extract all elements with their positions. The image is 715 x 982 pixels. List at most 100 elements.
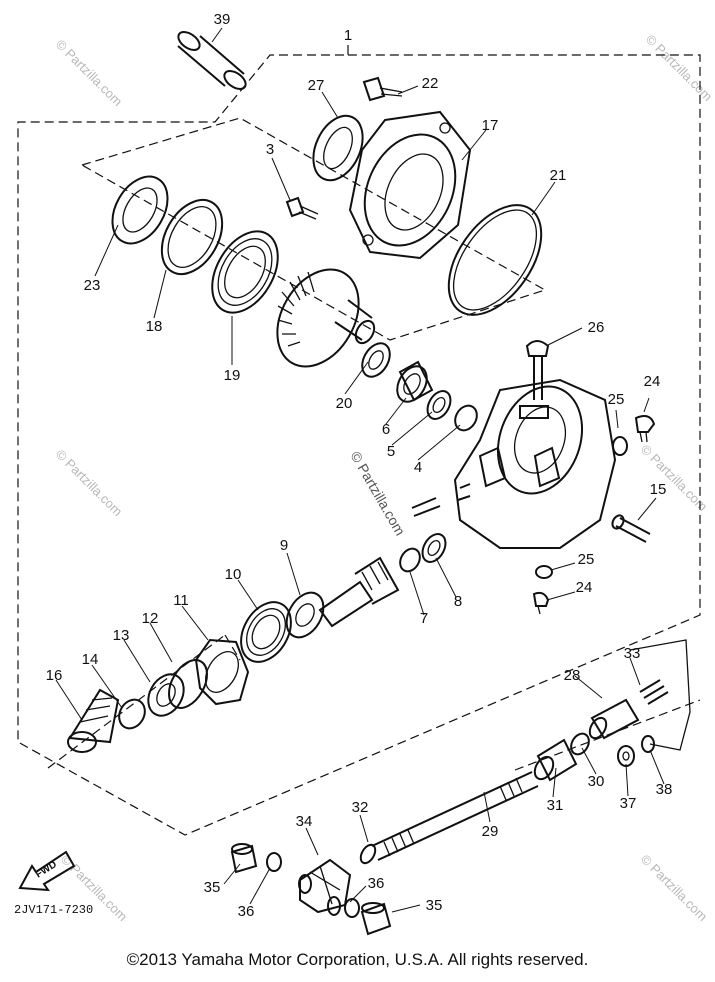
callout-1: 1: [344, 27, 352, 44]
part-35-bearing-cap-right: [360, 902, 392, 936]
part-15-stud: [611, 514, 651, 543]
part-37-nut: [617, 745, 635, 767]
callout-36-right: 36: [368, 875, 385, 892]
part-9-shim: [285, 591, 325, 639]
part-32-clip: [359, 843, 377, 865]
callout-19: 19: [224, 367, 241, 384]
watermark: © Partzilla.com: [638, 852, 711, 925]
watermark: © Partzilla.com: [643, 32, 715, 105]
callout-35-left: 35: [204, 879, 221, 896]
callout-15: 15: [650, 481, 667, 498]
callout-20: 20: [336, 395, 353, 412]
callout-22: 22: [422, 75, 439, 92]
part-18-shim: [160, 199, 224, 275]
callout-27: 27: [308, 77, 325, 94]
leader-lines: [55, 27, 665, 913]
part-34-universal-joint: [298, 858, 352, 916]
part-14-collar: [118, 698, 146, 730]
callout-16: 16: [46, 667, 63, 684]
part-24-bolt-lower: [532, 591, 550, 615]
callout-3: 3: [266, 141, 274, 158]
callout-10: 10: [225, 566, 242, 583]
callout-24-lower: 24: [576, 579, 593, 596]
part-26-breather-plug: [525, 340, 550, 400]
part-38-washer: [641, 735, 655, 753]
callout-24-upper: 24: [644, 373, 661, 390]
watermark-layer: © Partzilla.com © Partzilla.com © Partzi…: [53, 32, 715, 925]
callout-32: 32: [352, 799, 369, 816]
callout-17: 17: [482, 117, 499, 134]
part-pinion-gear: [318, 556, 400, 628]
part-13-oil-seal: [147, 673, 185, 717]
callout-28: 28: [564, 667, 581, 684]
callout-9: 9: [280, 537, 288, 554]
callout-21: 21: [550, 167, 567, 184]
callout-13: 13: [113, 627, 130, 644]
callout-5: 5: [387, 443, 395, 460]
callout-30: 30: [588, 773, 605, 790]
callout-29: 29: [482, 823, 499, 840]
part-30-ring: [570, 732, 590, 756]
callout-6: 6: [382, 421, 390, 438]
part-12-circlip: [168, 659, 208, 709]
callout-18: 18: [146, 318, 163, 335]
part-ring-gear: [276, 268, 376, 368]
part-5-race: [426, 390, 452, 420]
callout-11: 11: [173, 592, 189, 609]
callout-4: 4: [414, 459, 422, 476]
part-29-drive-shaft: [371, 771, 539, 861]
part-16-boot: [67, 688, 120, 753]
part-25-washer-lower: [535, 565, 553, 579]
assembly-boundary: [17, 45, 701, 836]
part-28-collar: [588, 698, 640, 740]
part-19-bearing: [211, 230, 279, 314]
part-23-oil-seal: [111, 175, 169, 245]
callout-8: 8: [454, 593, 462, 610]
callout-31: 31: [547, 797, 564, 814]
callout-35-right: 35: [426, 897, 443, 914]
callout-38: 38: [656, 781, 673, 798]
diagram-code: 2JV171-7230: [14, 903, 93, 917]
part-24-bolt-upper: [634, 415, 656, 443]
part-case-stud: [411, 497, 441, 517]
callout-25-upper: 25: [608, 391, 625, 408]
part-6-bearing: [396, 360, 434, 403]
part-36-ring-right: [344, 898, 360, 918]
callout-25-lower: 25: [578, 551, 595, 568]
part-25-washer-upper: [612, 436, 628, 456]
part-21-o-ring: [447, 204, 543, 316]
callout-37: 37: [620, 795, 637, 812]
part-33-spring: [639, 679, 669, 705]
watermark: © Partzilla.com: [53, 37, 126, 110]
shaft-group-boundary: [514, 699, 701, 771]
callout-33: 33: [624, 645, 641, 662]
part-11-bearing-retainer: [194, 638, 250, 706]
part-7-bushing: [399, 547, 421, 573]
callout-14: 14: [82, 651, 99, 668]
part-3-bolt: [285, 196, 319, 220]
part-27-oil-seal: [312, 114, 364, 182]
part-36-ring-left: [266, 852, 282, 872]
callout-39: 39: [214, 11, 231, 28]
part-35-bearing-cap-left: [230, 843, 258, 874]
watermark-center: © Partzilla.com: [347, 449, 408, 539]
callout-26: 26: [588, 319, 605, 336]
part-39-sleeve: [177, 31, 247, 90]
part-8-race: [421, 533, 447, 563]
part-4-bushing: [454, 404, 478, 432]
callout-23: 23: [84, 277, 101, 294]
part-10-bearing: [240, 601, 292, 663]
part-20-washer: [361, 342, 391, 378]
lower-group-boundary: [47, 634, 241, 769]
copyright-notice: ©2013 Yamaha Motor Corporation, U.S.A. A…: [126, 950, 589, 969]
callout-12: 12: [142, 610, 159, 627]
part-gear-case: [453, 378, 617, 549]
callout-36-left: 36: [238, 903, 255, 920]
callout-labels: 1 3 4 5 6 7 8 9 10 11 12 13 14 15 16 17 …: [46, 11, 673, 920]
part-31-coupling: [533, 738, 578, 782]
part-22-bolt: [362, 76, 403, 102]
callout-7: 7: [420, 610, 428, 627]
part-gasket-plate: [629, 639, 691, 751]
callout-34: 34: [296, 813, 313, 830]
